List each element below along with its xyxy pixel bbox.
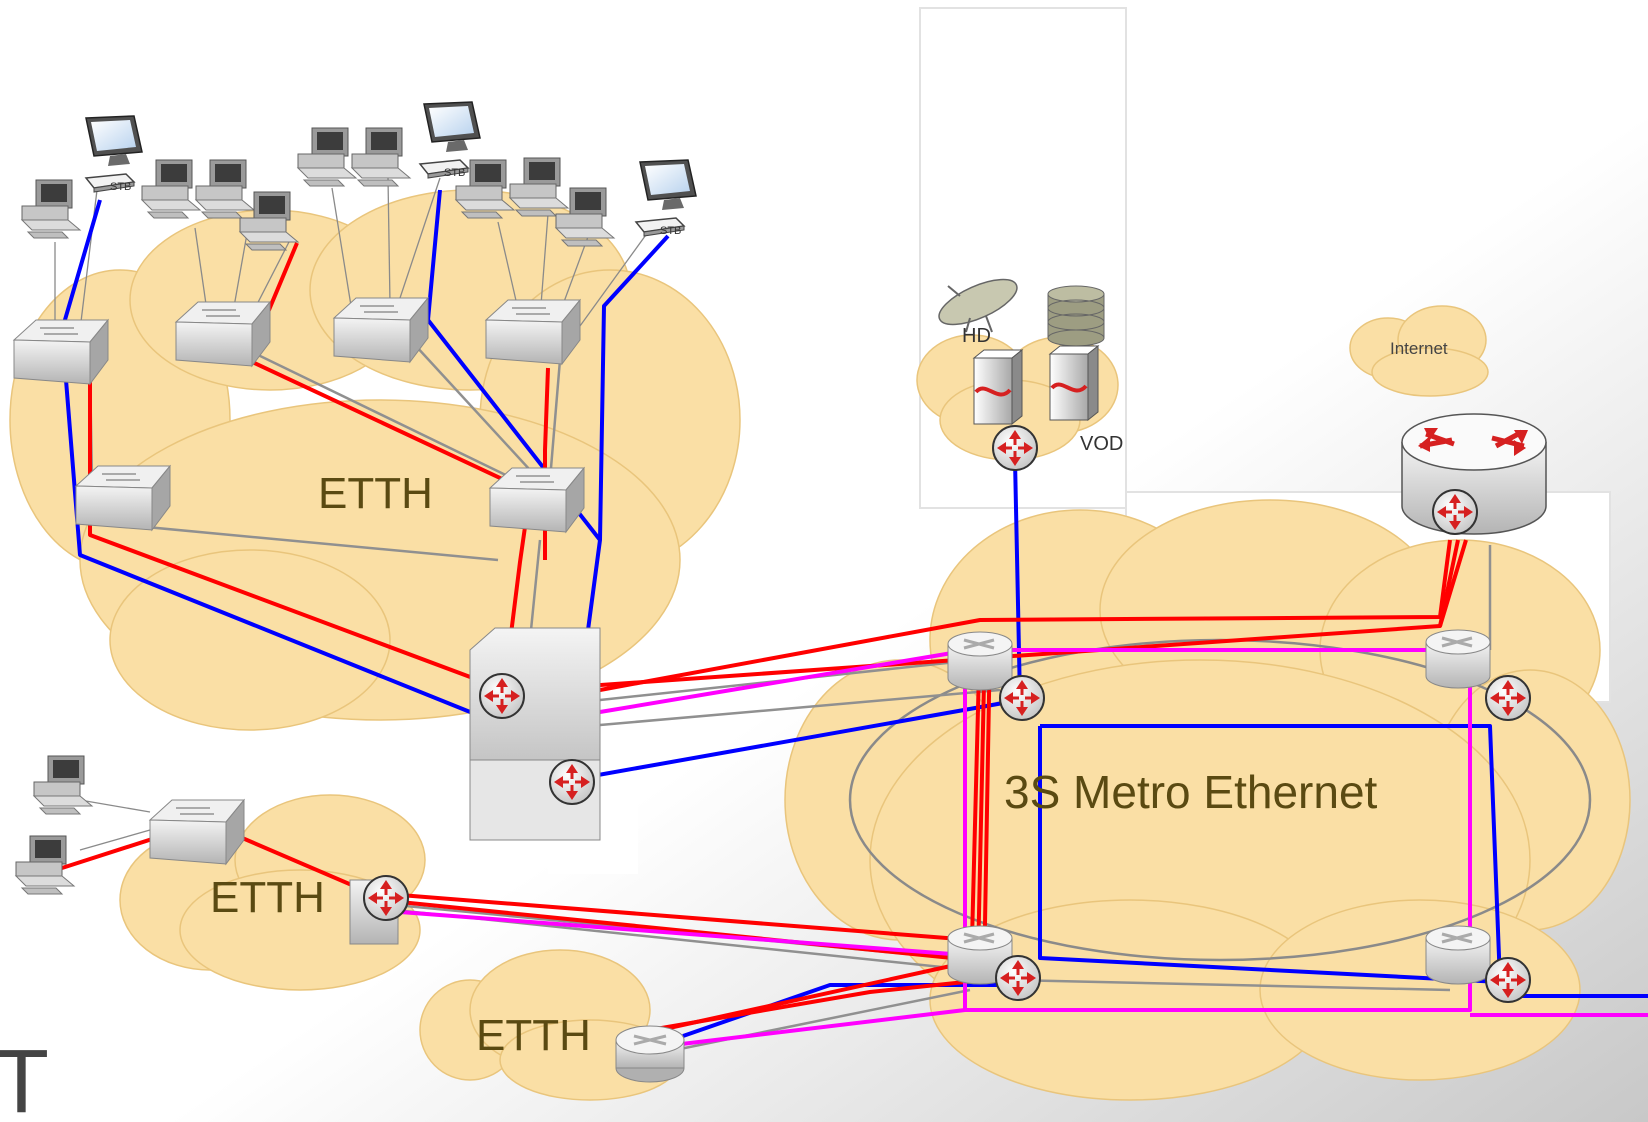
- tv-stb-1: STB: [85, 115, 143, 193]
- router-icon: [998, 674, 1046, 722]
- tv-stb-2: STB: [419, 101, 481, 179]
- etth-main-label: ETTH: [318, 469, 433, 518]
- router-icon: [362, 874, 410, 922]
- edge-glyph: T: [0, 1032, 49, 1122]
- hd-server-icon: [972, 348, 1024, 426]
- router-icon: [1431, 488, 1479, 536]
- access-switch-icon: [149, 799, 245, 865]
- stb-label: STB: [660, 225, 681, 237]
- vod-server-icon: [1048, 344, 1100, 422]
- tv-stb-3: STB: [635, 159, 697, 237]
- access-switch-icon: [485, 299, 581, 365]
- access-switch-icon: [333, 297, 429, 363]
- router-icon: [548, 758, 596, 806]
- stb-label: STB: [110, 181, 131, 193]
- metro-node-icon: [1424, 628, 1492, 690]
- router-icon: [991, 424, 1039, 472]
- stb-label: STB: [444, 167, 465, 179]
- metro-node-icon: [1424, 924, 1492, 986]
- router-icon: [1484, 956, 1532, 1004]
- database-icon: [1047, 285, 1105, 347]
- access-switch-icon: [175, 301, 271, 367]
- metro-label: 3S Metro Ethernet: [1004, 766, 1378, 818]
- metro-node-icon: [946, 630, 1014, 692]
- bottom-etth-router: [615, 1025, 685, 1083]
- router-icon: [994, 954, 1042, 1002]
- access-switch-icon: [75, 465, 171, 531]
- data-links: [88, 344, 1492, 1052]
- access-switch-icon: [13, 319, 109, 385]
- satellite-dish-icon: [938, 278, 1018, 333]
- router-icon: [478, 672, 526, 720]
- vod-label: VOD: [1080, 433, 1123, 455]
- etth-small-label: ETTH: [210, 873, 325, 922]
- internet-cloud-label: Internet: [1390, 339, 1448, 358]
- cloud-internet: [1349, 305, 1489, 397]
- aggregation-chassis: [469, 627, 601, 841]
- hd-label: HD: [962, 325, 991, 347]
- router-icon: [1484, 674, 1532, 722]
- access-switch-icon: [489, 467, 585, 533]
- etth-bottom-label: ETTH: [476, 1011, 591, 1060]
